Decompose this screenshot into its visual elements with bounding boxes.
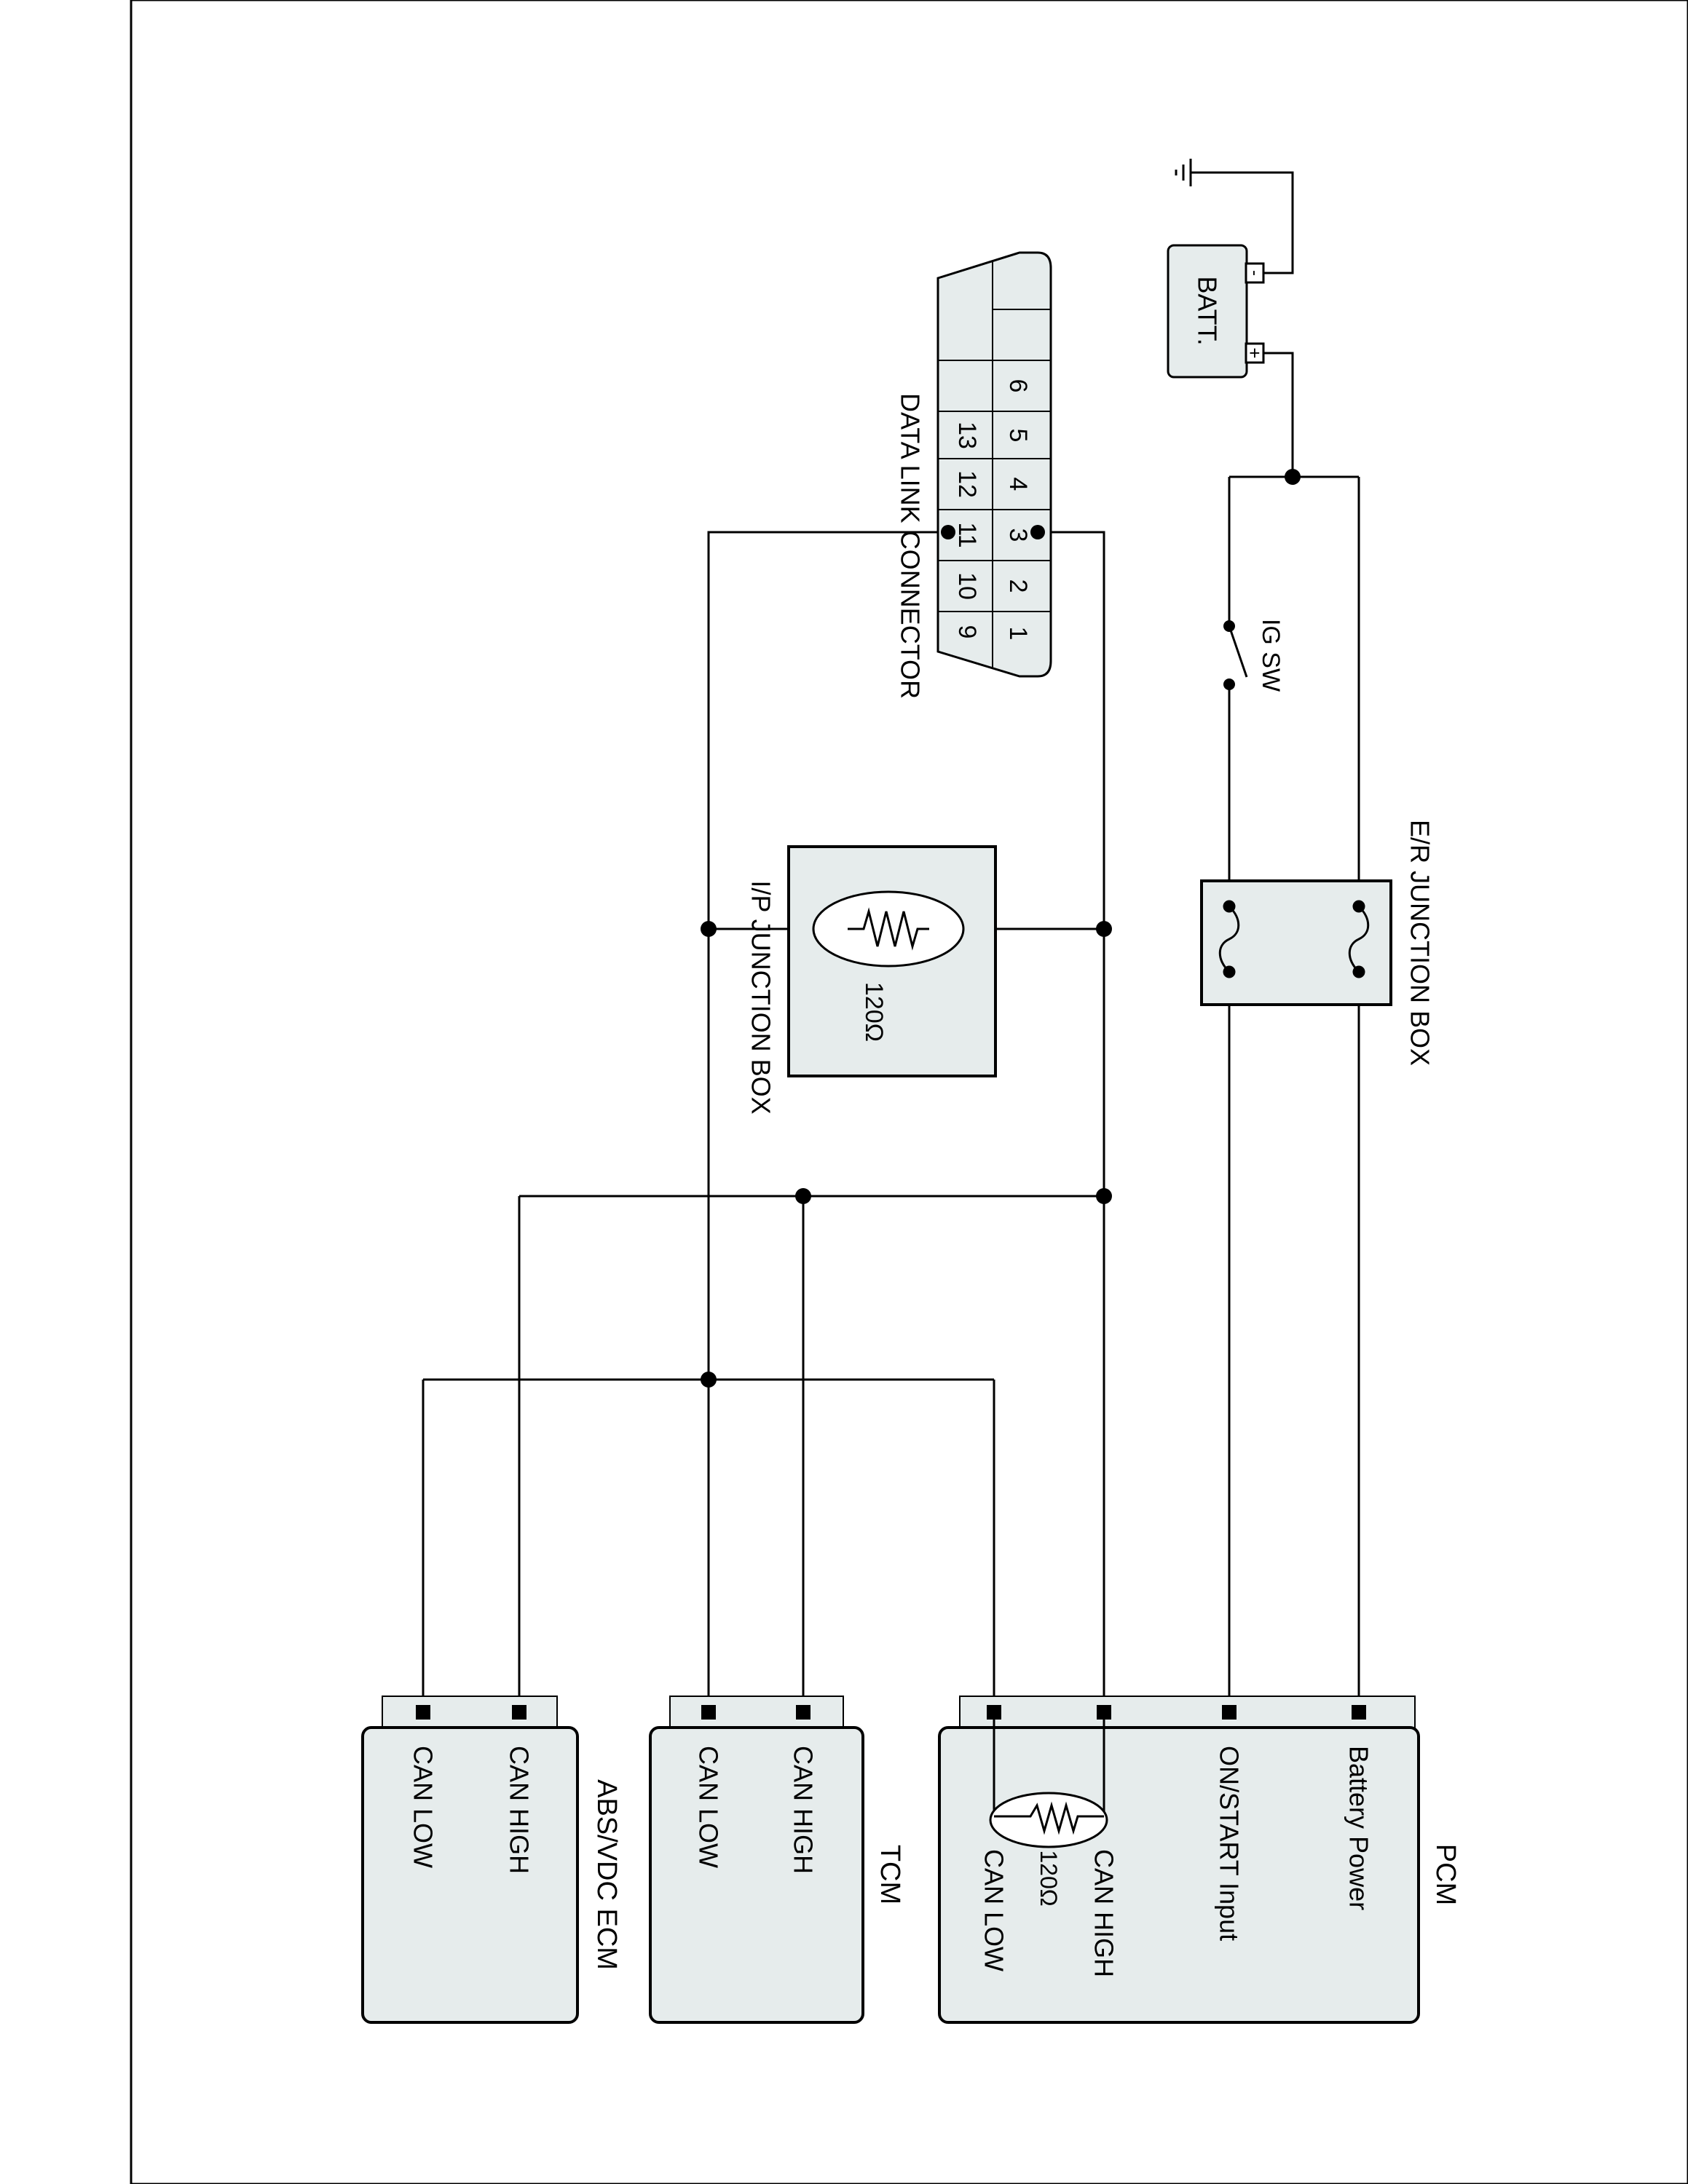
tcm-connector-strip (669, 1696, 844, 1730)
pcm-pin-can-high (1097, 1705, 1111, 1720)
junction-dot (1096, 921, 1112, 937)
ip-junction-box: 120Ω I/P JUNCTION BOX (746, 845, 997, 1115)
tcm-title: TCM (875, 1845, 905, 1904)
abs-vdc-ecm-module: CAN HIGH CAN LOW ABS/VDC ECM (361, 1696, 622, 2024)
tcm-label-can-low: CAN LOW (694, 1746, 724, 1868)
dlc-pin-5: 5 (1004, 429, 1032, 443)
abs-connector-strip (382, 1696, 558, 1730)
ip-resistor-value: 120Ω (860, 982, 888, 1042)
dlc-pin-1: 1 (1004, 627, 1032, 641)
pcm-resistor-value: 120Ω (1036, 1850, 1062, 1906)
dlc-pin-3-dot (1030, 525, 1045, 539)
junction-dot (701, 1372, 717, 1388)
abs-label-can-low: CAN LOW (409, 1746, 438, 1868)
pcm-label-can-low: CAN LOW (979, 1849, 1009, 1971)
battery-plus-symbol: + (1244, 347, 1266, 358)
dlc-pin-10: 10 (953, 572, 981, 600)
data-link-connector: 1 2 3 4 5 6 9 10 11 12 13 DATA LINK CONN… (896, 251, 1052, 699)
dlc-pin-9: 9 (953, 625, 981, 639)
junction-dot (701, 921, 717, 937)
dlc-label: DATA LINK CONNECTOR (896, 393, 926, 699)
abs-pin-can-high (512, 1705, 526, 1720)
pcm-pin-can-low (987, 1705, 1001, 1720)
pcm-connector-strip (959, 1696, 1416, 1730)
pcm-pin-battery-power (1352, 1705, 1366, 1720)
er-junction-box: E/R JUNCTION BOX (1200, 820, 1435, 1066)
ig-switch-label: IG SW (1257, 619, 1285, 692)
abs-title: ABS/VDC ECM (591, 1779, 622, 1970)
battery-minus-terminal (1245, 262, 1265, 284)
pcm-title: PCM (1430, 1844, 1461, 1905)
pcm-pin-on-start (1222, 1705, 1237, 1720)
battery-minus-symbol: - (1245, 270, 1265, 276)
pcm-label-on-start: ON/START Input (1215, 1746, 1245, 1941)
tcm-pin-can-high (796, 1705, 811, 1720)
ig-switch-icon: IG SW (1223, 619, 1285, 692)
can-low-main (707, 531, 948, 1712)
pcm-module: 120Ω Battery Power ON/START Input CAN HI… (938, 1696, 1461, 2024)
abs-pin-can-low (416, 1705, 430, 1720)
junction-dot (795, 1188, 811, 1204)
ip-junction-box-label: I/P JUNCTION BOX (746, 880, 776, 1114)
battery: - + BATT. (1167, 244, 1266, 379)
abs-label-can-high: CAN HIGH (505, 1746, 535, 1874)
tcm-pin-can-low (701, 1705, 716, 1720)
er-junction-box-label: E/R JUNCTION BOX (1405, 820, 1435, 1066)
junction-dot (1285, 469, 1301, 485)
ground-icon (1175, 159, 1192, 186)
battery-plus-terminal (1245, 342, 1265, 364)
tcm-label-can-high: CAN HIGH (789, 1746, 819, 1874)
junction-dot (1096, 1188, 1112, 1204)
dlc-pin-2: 2 (1004, 579, 1032, 593)
dlc-pin-12: 12 (953, 470, 981, 498)
junction-dots (701, 469, 1301, 1388)
battery-plus-wire (1260, 352, 1294, 477)
dlc-pin-6: 6 (1004, 379, 1032, 393)
resistor-icon (994, 1801, 1104, 1835)
dlc-pin-11: 11 (953, 522, 981, 547)
tcm-module: CAN HIGH CAN LOW TCM (649, 1696, 905, 2024)
pcm-label-can-high: CAN HIGH (1089, 1849, 1119, 1977)
battery-label: BATT. (1193, 276, 1223, 345)
page-border (130, 0, 1688, 2184)
ground-wire (1191, 171, 1294, 274)
dlc-pin-13: 13 (953, 422, 981, 449)
dlc-pin-3: 3 (1004, 529, 1032, 542)
dlc-pin-4: 4 (1004, 478, 1032, 491)
dlc-pin-11-dot (941, 525, 955, 539)
resistor-icon (848, 907, 929, 951)
can-high-main (1038, 531, 1105, 1712)
fuse-icon (1218, 900, 1240, 978)
fuse-icon (1348, 900, 1370, 978)
pcm-label-battery-power: Battery Power (1344, 1746, 1374, 1910)
